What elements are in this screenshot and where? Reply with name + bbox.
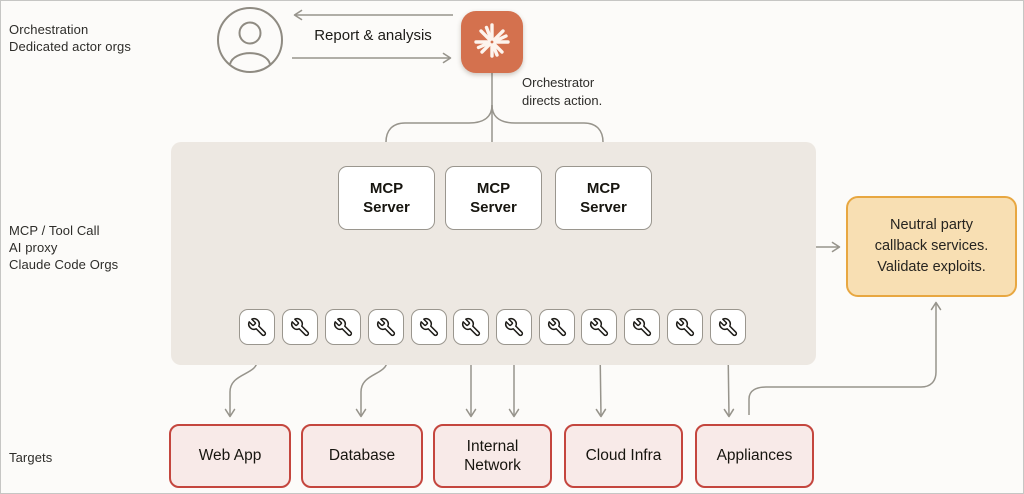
tool-node-7 bbox=[496, 309, 532, 345]
tool-node-1 bbox=[239, 309, 275, 345]
orchestration-row-label-line2: Dedicated actor orgs bbox=[9, 39, 131, 55]
wrench-icon bbox=[461, 317, 480, 336]
claude-spark-icon bbox=[461, 11, 523, 73]
neutral-party-line3: Validate exploits. bbox=[877, 259, 986, 275]
target-cloud-infra: Cloud Infra bbox=[564, 424, 683, 488]
orchestration-row-label-line1: Orchestration bbox=[9, 22, 89, 37]
mcp-server-box-2: MCP Server bbox=[445, 166, 542, 230]
orchestration-row-label: Orchestration Dedicated actor orgs bbox=[9, 21, 131, 55]
wrench-icon bbox=[419, 317, 438, 336]
wrench-icon bbox=[376, 317, 395, 336]
wrench-icon bbox=[718, 317, 737, 336]
tool-node-2 bbox=[282, 309, 318, 345]
tool-node-12 bbox=[710, 309, 746, 345]
tool-node-6 bbox=[453, 309, 489, 345]
tool-node-8 bbox=[539, 309, 575, 345]
mcp-server-1-label-line2: Server bbox=[363, 199, 410, 216]
tool-node-5 bbox=[411, 309, 447, 345]
mcp-server-2-label-line1: MCP bbox=[476, 179, 511, 197]
mcp-row-label-line2: AI proxy bbox=[9, 240, 58, 256]
orchestrator-note: Orchestrator directs action. bbox=[522, 74, 602, 110]
wrench-icon bbox=[333, 317, 352, 336]
mcp-server-box-1: MCP Server bbox=[338, 166, 435, 230]
person-avatar-svg bbox=[217, 7, 283, 73]
orchestrator-note-line1: Orchestrator bbox=[522, 75, 595, 90]
wrench-icon bbox=[247, 317, 266, 336]
person-avatar-icon bbox=[216, 6, 284, 74]
target-database: Database bbox=[301, 424, 423, 488]
tool-node-4 bbox=[368, 309, 404, 345]
wrench-icon bbox=[589, 317, 608, 336]
report-analysis-label: Report & analysis bbox=[314, 27, 432, 44]
mcp-row-label-line1: MCP / Tool Call bbox=[9, 223, 100, 238]
wrench-icon bbox=[547, 317, 566, 336]
mcp-row-label-line3: Claude Code Orgs bbox=[9, 257, 119, 273]
target-web-app: Web App bbox=[169, 424, 291, 488]
mcp-server-1-label-line1: MCP bbox=[369, 179, 404, 197]
tool-node-10 bbox=[624, 309, 660, 345]
neutral-party-box: Neutral party callback services. Validat… bbox=[846, 196, 1017, 297]
spark-rays bbox=[474, 23, 510, 58]
wrench-icon bbox=[290, 317, 309, 336]
orchestrator-note-line2: directs action. bbox=[522, 92, 603, 108]
neutral-party-line2: callback services. bbox=[874, 237, 989, 254]
wrench-icon bbox=[675, 317, 694, 336]
wrench-icon bbox=[632, 317, 651, 336]
mcp-row-label: MCP / Tool Call AI proxy Claude Code Org… bbox=[9, 222, 118, 273]
targets-row-label: Targets bbox=[9, 450, 53, 465]
mcp-server-2-label-line2: Server bbox=[470, 199, 517, 216]
target-internal-network: Internal Network bbox=[433, 424, 552, 488]
mcp-server-3-label-line1: MCP bbox=[586, 179, 621, 197]
wrench-icon bbox=[504, 317, 523, 336]
target-appliances: Appliances bbox=[695, 424, 814, 488]
neutral-party-line1: Neutral party bbox=[889, 216, 973, 233]
mcp-server-3-label-line2: Server bbox=[580, 199, 627, 216]
tool-node-9 bbox=[581, 309, 617, 345]
tool-node-11 bbox=[667, 309, 703, 345]
mcp-server-box-3: MCP Server bbox=[555, 166, 652, 230]
tool-node-3 bbox=[325, 309, 361, 345]
